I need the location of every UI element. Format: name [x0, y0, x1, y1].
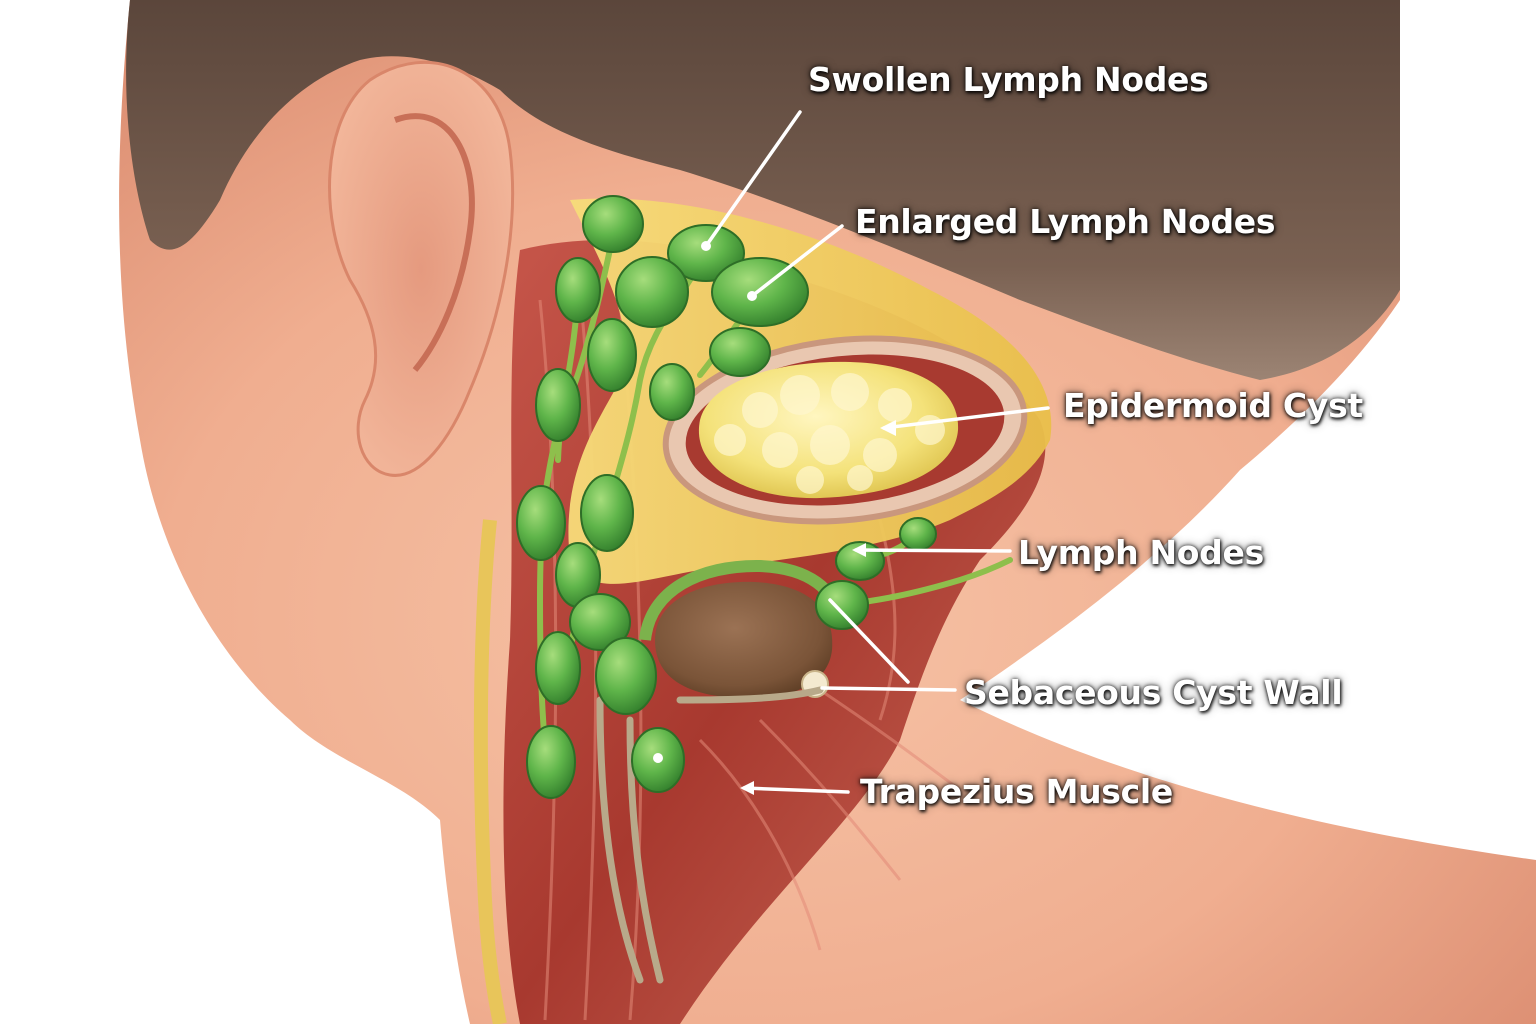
cyst-lobules [714, 373, 945, 494]
lymph-node [615, 256, 689, 328]
lymph-node [587, 318, 637, 392]
lymph-node [815, 580, 869, 630]
lymph-node [709, 327, 771, 377]
ear-inner [393, 113, 475, 372]
lymph-node [580, 474, 634, 552]
leader-trapezius-muscle [742, 786, 850, 794]
lymph-node [526, 725, 576, 799]
lymph-node [649, 363, 695, 421]
leader-swollen-lymph-nodes [704, 110, 802, 248]
label-swollen-lymph-nodes: Swollen Lymph Nodes [808, 60, 1209, 99]
lymph-node-group [516, 195, 937, 799]
lymph-node [711, 257, 809, 327]
label-lymph-nodes: Lymph Nodes [1018, 533, 1264, 572]
nerve-stripe [473, 519, 507, 1024]
lymph-node [667, 224, 745, 282]
lymph-node [535, 368, 581, 442]
label-sebaceous-cyst-wall: Sebaceous Cyst Wall [964, 673, 1343, 712]
sebaceous-cyst-shape [655, 581, 833, 699]
lymph-node [516, 485, 566, 561]
lymph-node [595, 637, 657, 715]
leader-epidermoid-cyst [882, 406, 1050, 430]
lymph-node [555, 257, 601, 323]
lymph-node [535, 631, 581, 705]
hair [126, 0, 1401, 380]
label-epidermoid-cyst: Epidermoid Cyst [1063, 386, 1363, 425]
label-enlarged-lymph-nodes: Enlarged Lymph Nodes [855, 202, 1276, 241]
leader-lines [704, 110, 1050, 794]
lymph-node [569, 593, 631, 651]
vessel-strands [596, 686, 824, 984]
lymph-node [582, 195, 644, 253]
leader-sebaceous-cyst-wall-b [828, 598, 910, 684]
leader-arrowheads [653, 241, 896, 795]
leader-enlarged-lymph-nodes [750, 224, 844, 298]
label-trapezius-muscle: Trapezius Muscle [860, 772, 1174, 811]
lymph-node [899, 517, 937, 551]
leader-sebaceous-cyst-wall-a [820, 686, 957, 692]
leader-lymph-nodes [854, 548, 1012, 553]
